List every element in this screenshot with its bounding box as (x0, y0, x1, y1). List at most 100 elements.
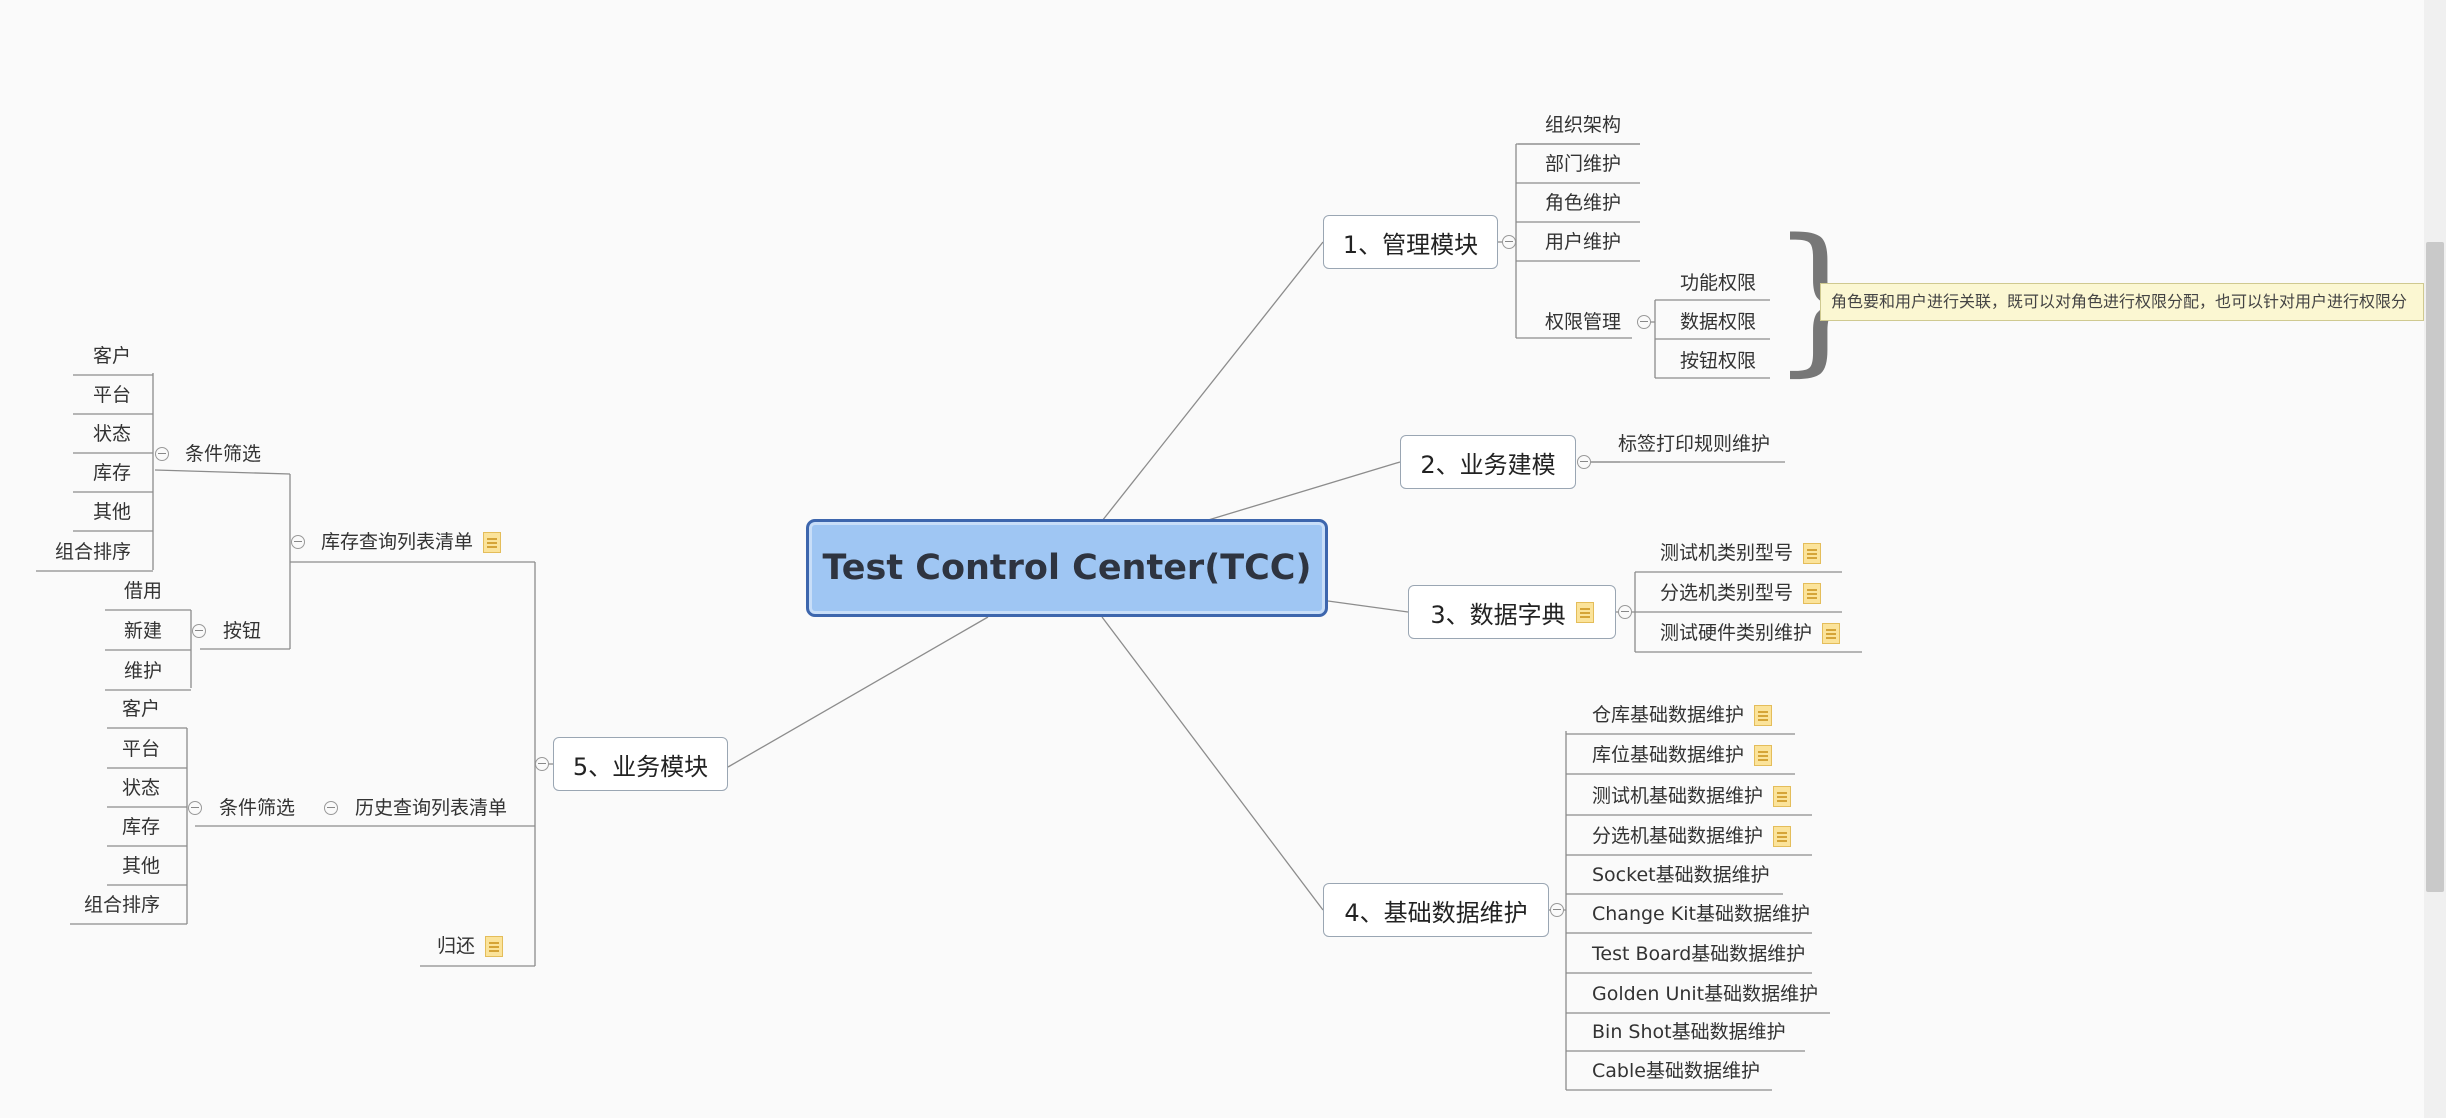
inv-filter-item-2[interactable]: 状态 (93, 422, 131, 446)
m4-item-2[interactable]: 测试机基础数据维护 (1592, 784, 1792, 808)
inv-filter-item-1-label: 平台 (92, 384, 131, 406)
m4-item-5[interactable]: Change Kit基础数据维护 (1592, 902, 1810, 926)
inv-filter-item-0[interactable]: 客户 (93, 344, 131, 368)
inv-button-item-2[interactable]: 维护 (124, 659, 162, 683)
topic-management[interactable]: 1、管理模块 (1323, 215, 1498, 269)
history-list-node[interactable]: 历史查询列表清单 (355, 796, 507, 820)
m4-item-7-label: Golden Unit基础数据维护 (1592, 983, 1819, 1005)
m1-item-0[interactable]: 组织架构 (1545, 113, 1621, 137)
hist-filter-item-5-label: 组合排序 (83, 894, 160, 916)
collapse-icon[interactable] (324, 801, 338, 815)
inv-filter-item-1[interactable]: 平台 (93, 383, 131, 407)
inv-filter-item-5-label: 组合排序 (54, 541, 131, 563)
connector-root-m3 (1327, 600, 1409, 613)
inv-filter-item-5[interactable]: 组合排序 (55, 540, 131, 564)
collapse-icon[interactable] (1502, 235, 1516, 249)
inventory-list-node[interactable]: 库存查询列表清单 (321, 530, 502, 554)
note-icon[interactable] (1754, 705, 1773, 726)
m4-item-4[interactable]: Socket基础数据维护 (1592, 863, 1770, 887)
m4-item-7[interactable]: Golden Unit基础数据维护 (1592, 982, 1818, 1006)
m3-item-1[interactable]: 分选机类别型号 (1660, 581, 1822, 605)
m4-item-1[interactable]: 库位基础数据维护 (1592, 743, 1773, 767)
m1-perm-item-0[interactable]: 功能权限 (1680, 271, 1756, 295)
collapse-icon[interactable] (188, 801, 202, 815)
collapse-icon[interactable] (1550, 903, 1564, 917)
hist-filter-item-3-label: 库存 (121, 816, 160, 838)
collapse-icon[interactable] (192, 624, 206, 638)
connector-root-m5 (727, 616, 989, 768)
m4-item-5-label: Change Kit基础数据维护 (1592, 903, 1810, 925)
collapse-icon[interactable] (535, 757, 549, 771)
inv-filter-node[interactable]: 条件筛选 (185, 442, 261, 466)
inv-filter-node-label: 条件筛选 (185, 443, 262, 465)
m4-item-6[interactable]: Test Board基础数据维护 (1592, 942, 1805, 966)
note-icon[interactable] (1773, 786, 1792, 807)
inventory-list-node-label: 库存查询列表清单 (321, 531, 474, 553)
note-icon[interactable] (1575, 601, 1594, 623)
m2-item-0[interactable]: 标签打印规则维护 (1618, 432, 1770, 456)
m3-item-2[interactable]: 测试硬件类别维护 (1660, 621, 1841, 645)
m1-perm-item-2[interactable]: 按钮权限 (1680, 349, 1756, 373)
inv-filter-item-2-label: 状态 (92, 423, 131, 445)
m1-perm-item-1[interactable]: 数据权限 (1680, 310, 1756, 334)
inv-button-item-1[interactable]: 新建 (124, 619, 162, 643)
note-icon[interactable] (485, 936, 504, 957)
m2-item-0-label: 标签打印规则维护 (1618, 433, 1771, 455)
inv-filter-item-3[interactable]: 库存 (93, 461, 131, 485)
topic-business-module-label: 5、业务模块 (572, 752, 709, 781)
m4-item-1-label: 库位基础数据维护 (1592, 744, 1745, 766)
m4-item-9[interactable]: Cable基础数据维护 (1592, 1059, 1760, 1083)
note-icon[interactable] (1822, 623, 1841, 644)
note-icon[interactable] (483, 532, 502, 553)
topic-data-dictionary[interactable]: 3、数据字典 (1408, 585, 1616, 639)
m4-item-8-label: Bin Shot基础数据维护 (1592, 1021, 1786, 1043)
m1-item-4[interactable]: 权限管理 (1545, 310, 1621, 334)
m3-item-0-label: 测试机类别型号 (1660, 542, 1794, 564)
m1-item-3-label: 用户维护 (1545, 231, 1622, 253)
hist-filter-item-3[interactable]: 库存 (122, 815, 160, 839)
topic-management-label: 1、管理模块 (1342, 230, 1479, 259)
hist-filter-item-0[interactable]: 客户 (122, 697, 160, 721)
hist-filter-item-1[interactable]: 平台 (122, 737, 160, 761)
topic-business-module[interactable]: 5、业务模块 (553, 737, 728, 791)
m1-item-2[interactable]: 角色维护 (1545, 191, 1621, 215)
m1-item-1[interactable]: 部门维护 (1545, 152, 1621, 176)
m1-item-2-label: 角色维护 (1545, 192, 1622, 214)
inv-filter-item-3-label: 库存 (92, 462, 131, 484)
m4-item-3[interactable]: 分选机基础数据维护 (1592, 824, 1792, 848)
collapse-icon[interactable] (155, 447, 169, 461)
inv-filter-item-4-label: 其他 (92, 501, 131, 523)
hist-filter-item-4[interactable]: 其他 (122, 854, 160, 878)
note-icon[interactable] (1803, 583, 1822, 604)
hist-filter-item-4-label: 其他 (121, 855, 160, 877)
inv-filter-item-4[interactable]: 其他 (93, 500, 131, 524)
history-filter-node[interactable]: 条件筛选 (219, 796, 295, 820)
hist-filter-item-5[interactable]: 组合排序 (84, 893, 160, 917)
inv-filter-item-0-label: 客户 (92, 345, 131, 367)
scrollbar-thumb[interactable] (2426, 242, 2444, 892)
m4-item-0[interactable]: 仓库基础数据维护 (1592, 703, 1773, 727)
hist-filter-item-2[interactable]: 状态 (122, 776, 160, 800)
collapse-icon[interactable] (1577, 455, 1591, 469)
connector-root-m4 (1101, 616, 1324, 911)
topic-business-modeling[interactable]: 2、业务建模 (1400, 435, 1576, 489)
collapse-icon[interactable] (1618, 605, 1632, 619)
m3-item-1-label: 分选机类别型号 (1660, 582, 1794, 604)
collapse-icon[interactable] (1637, 315, 1651, 329)
m4-item-6-label: Test Board基础数据维护 (1592, 943, 1806, 965)
note-icon[interactable] (1803, 543, 1822, 564)
note-icon[interactable] (1773, 826, 1792, 847)
inv-button-item-0[interactable]: 借用 (124, 579, 162, 603)
note-icon[interactable] (1754, 745, 1773, 766)
root-topic[interactable]: Test Control Center(TCC) (806, 519, 1328, 617)
collapse-icon[interactable] (291, 535, 305, 549)
inv-button-node[interactable]: 按钮 (223, 619, 261, 643)
m1-item-3[interactable]: 用户维护 (1545, 230, 1621, 254)
vertical-scrollbar[interactable] (2424, 0, 2446, 1118)
m3-item-0[interactable]: 测试机类别型号 (1660, 541, 1822, 565)
return-node[interactable]: 归还 (437, 934, 504, 958)
permission-note-callout: 角色要和用户进行关联，既可以对角色进行权限分配，也可以针对用户进行权限分 (1820, 283, 2424, 321)
m4-item-8[interactable]: Bin Shot基础数据维护 (1592, 1020, 1786, 1044)
topic-basic-data[interactable]: 4、基础数据维护 (1323, 883, 1549, 937)
